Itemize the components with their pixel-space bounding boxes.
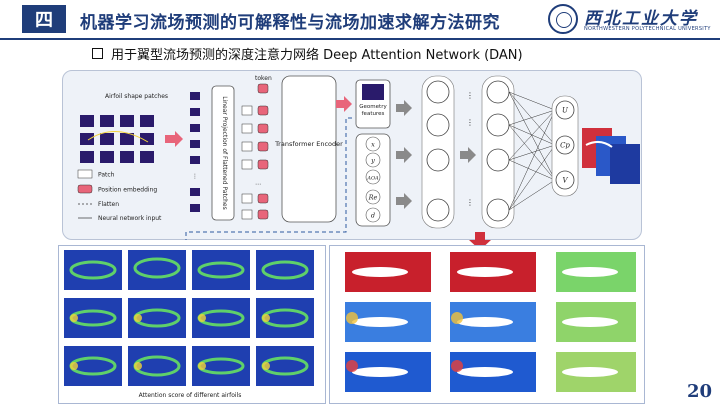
patch-column: ⋮ [190, 92, 200, 212]
patch [120, 133, 134, 145]
patch [120, 115, 134, 127]
patch [140, 133, 154, 145]
dashed-connector [185, 117, 352, 240]
architecture-panel [62, 70, 642, 240]
pink-arrow-icon [165, 131, 183, 147]
section-badge: 四 [22, 5, 66, 33]
heatmap-grid [64, 250, 314, 386]
header: 四 机器学习流场预测的可解释性与流场加速求解方法研究 西北工业大学 NORTHW… [0, 0, 720, 40]
svg-text:features: features [362, 111, 385, 117]
result-row-v [345, 352, 636, 392]
header-divider [0, 38, 720, 40]
neural-layer-2 [481, 75, 515, 229]
patch [140, 115, 154, 127]
output-field-images [582, 128, 640, 184]
token-column: ⋯ [241, 83, 269, 220]
airfoil-outline [87, 131, 149, 143]
svg-text:⋮: ⋮ [466, 198, 474, 207]
patch [100, 133, 114, 145]
result-row-cp [345, 302, 636, 342]
legend: Patch Position embedding Flatten Neural … [77, 169, 162, 222]
linear-projection-block [211, 85, 235, 221]
seal-icon [548, 4, 578, 34]
svg-text:⋮: ⋮ [466, 91, 474, 100]
slide-title: 机器学习流场预测的可解释性与流场加速求解方法研究 [80, 13, 500, 33]
input-x: x [371, 141, 375, 149]
transformer-label: Transformer Encoder [274, 140, 343, 148]
gray-arrow-icon [396, 100, 412, 116]
pink-arrow-icon [336, 96, 352, 112]
legend-nn-input: Neural network input [98, 215, 162, 222]
red-down-arrow-icon [469, 232, 491, 250]
svg-text:⋮: ⋮ [466, 118, 474, 127]
legend-patch-swatch [77, 169, 93, 179]
svg-text:Geometry: Geometry [359, 104, 387, 110]
result-row-u [345, 252, 636, 292]
gray-arrow-icon [396, 193, 412, 209]
patch [80, 115, 94, 127]
legend-flatten: Flatten [98, 201, 119, 208]
linear-projection-label: Linear Projection of Flattened Patches [221, 96, 228, 210]
patch [120, 151, 134, 163]
output-layer: U Cp V [551, 95, 579, 197]
output-u: U [562, 107, 569, 115]
transformer-encoder-block [281, 75, 337, 223]
patch [100, 151, 114, 163]
airfoil-title: Airfoil shape patches [105, 93, 168, 100]
gray-arrow-icon [460, 147, 476, 163]
patch-grid [80, 115, 154, 163]
network-connections [508, 91, 556, 211]
bullet-box-icon [92, 48, 103, 59]
patch [80, 151, 94, 163]
svg-text:⋯: ⋯ [255, 181, 261, 188]
legend-patch: Patch [98, 172, 115, 179]
input-aoa: AOA [366, 176, 379, 182]
patch [140, 151, 154, 163]
neural-layer-1 [421, 75, 455, 229]
gray-arrow-icon [396, 147, 412, 163]
output-v: V [562, 177, 568, 185]
logo-chinese-name: 西北工业大学 [584, 9, 698, 29]
subtitle: 用于翼型流场预测的深度注意力网络 Deep Attention Network … [92, 44, 523, 63]
university-logo: 西北工业大学 NORTHWESTERN POLYTECHNICAL UNIVER… [548, 4, 716, 36]
input-variable-list: x y AOA Re d [365, 136, 381, 223]
svg-text:⋮: ⋮ [192, 173, 198, 180]
input-y: y [370, 157, 375, 165]
legend-position-swatch [77, 184, 93, 194]
patch [100, 115, 114, 127]
page-number: 20 [686, 381, 712, 402]
attention-caption: Attention score of different airfoils [139, 392, 242, 399]
subtitle-text: 用于翼型流场预测的深度注意力网络 Deep Attention Network … [111, 48, 523, 63]
output-cp: Cp [560, 142, 570, 150]
input-re: Re [368, 194, 378, 202]
logo-english-name: NORTHWESTERN POLYTECHNICAL UNIVERSITY [584, 26, 711, 32]
token-label: token [255, 75, 272, 82]
patch [80, 133, 94, 145]
legend-position-embedding: Position embedding [98, 187, 157, 194]
input-d: d [371, 212, 375, 220]
